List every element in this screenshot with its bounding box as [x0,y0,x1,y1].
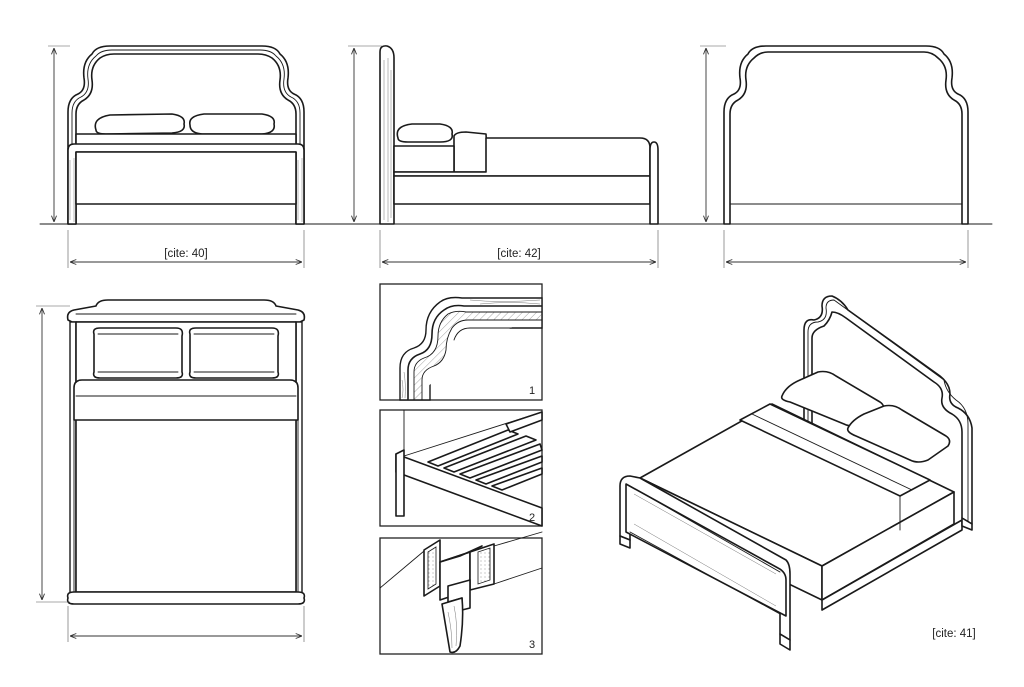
plan-view [36,299,306,642]
isometric-view: [cite: 41] [619,295,976,651]
detail-2-number: 2 [529,512,535,524]
detail-2-slats: 2 [379,409,543,527]
front-elevation-view: [cite: 40] [48,45,305,268]
detail-1-number: 1 [529,385,535,397]
slat-group [427,429,543,491]
side-length-label: [cite: 42] [497,248,540,260]
detail-3-number: 3 [529,639,535,651]
side-elevation-view: [cite: 42] [348,45,659,268]
rear-elevation-view [700,45,969,268]
front-width-label: [cite: 40] [164,248,207,260]
detail-1-headboard-corner: 1 [379,283,543,401]
iso-caption-label: [cite: 41] [932,628,975,640]
detail-3-leg-joint: 3 [379,531,543,655]
